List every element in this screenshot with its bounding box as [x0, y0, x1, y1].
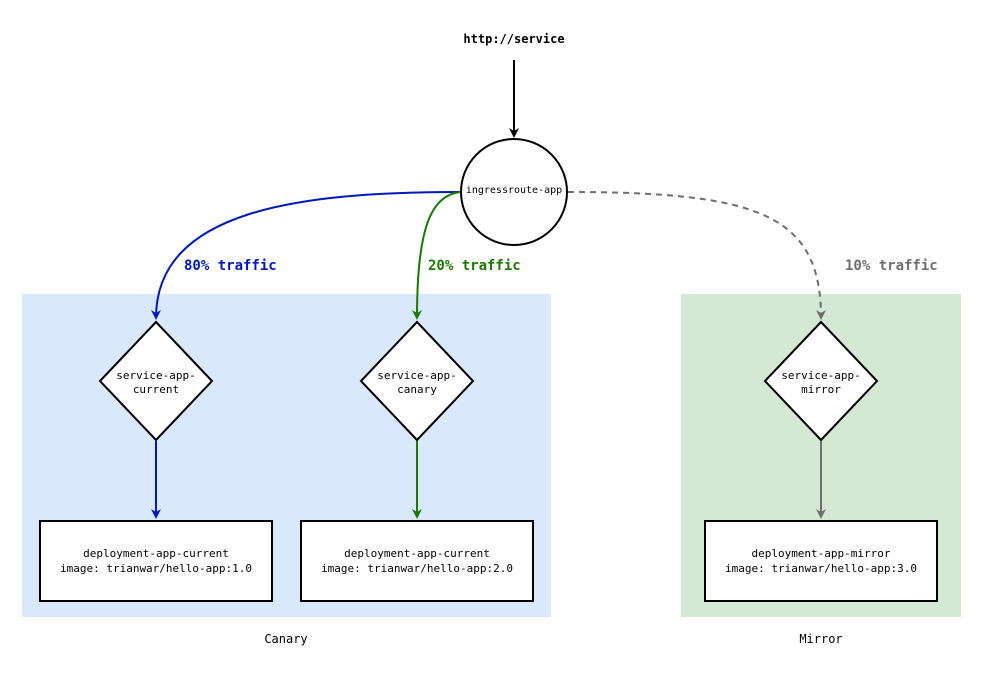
- edge-ingress-mirror: [567, 191, 826, 320]
- service-mirror-label: service-app- mirror: [771, 369, 871, 397]
- service-current-line2: current: [132, 383, 180, 396]
- deployment-mirror-node: deployment-app-mirror image: trianwar/he…: [704, 520, 938, 602]
- service-current-label: service-app- current: [106, 369, 206, 397]
- service-mirror-line2: mirror: [801, 383, 841, 396]
- deployment-mirror-image: image: trianwar/hello-app:3.0: [724, 562, 918, 575]
- deployment-current-name: deployment-app-current: [83, 547, 229, 560]
- deployment-current-node: deployment-app-current image: trianwar/h…: [39, 520, 273, 602]
- canary-group-label: Canary: [264, 632, 308, 646]
- mirror-group-label: Mirror: [799, 632, 843, 646]
- service-canary-label: service-app- canary: [367, 369, 467, 397]
- edge-label-canary: 20% traffic: [428, 258, 521, 274]
- edge-ingress-canary: [412, 191, 461, 320]
- service-canary-node: [359, 320, 475, 442]
- entry-label: http://service: [463, 32, 565, 46]
- ingress-label: ingressroute-app: [465, 185, 563, 196]
- deployment-canary-image: image: trianwar/hello-app:2.0: [320, 562, 514, 575]
- deployment-canary-name: deployment-app-current: [344, 547, 490, 560]
- edge-ingress-current: [151, 191, 461, 320]
- service-canary-line1: service-app-: [377, 369, 457, 382]
- edge-label-current: 80% traffic: [184, 258, 277, 274]
- deployment-current-image: image: trianwar/hello-app:1.0: [59, 562, 253, 575]
- deployment-mirror-name: deployment-app-mirror: [751, 547, 891, 560]
- service-mirror-node: [763, 320, 879, 442]
- service-mirror-line1: service-app-: [781, 369, 861, 382]
- service-current-line1: service-app-: [116, 369, 196, 382]
- ingress-node: [460, 138, 568, 246]
- service-current-node: [98, 320, 214, 442]
- service-canary-line2: canary: [397, 383, 437, 396]
- edge-label-mirror: 10% traffic: [845, 258, 938, 274]
- deployment-canary-node: deployment-app-current image: trianwar/h…: [300, 520, 534, 602]
